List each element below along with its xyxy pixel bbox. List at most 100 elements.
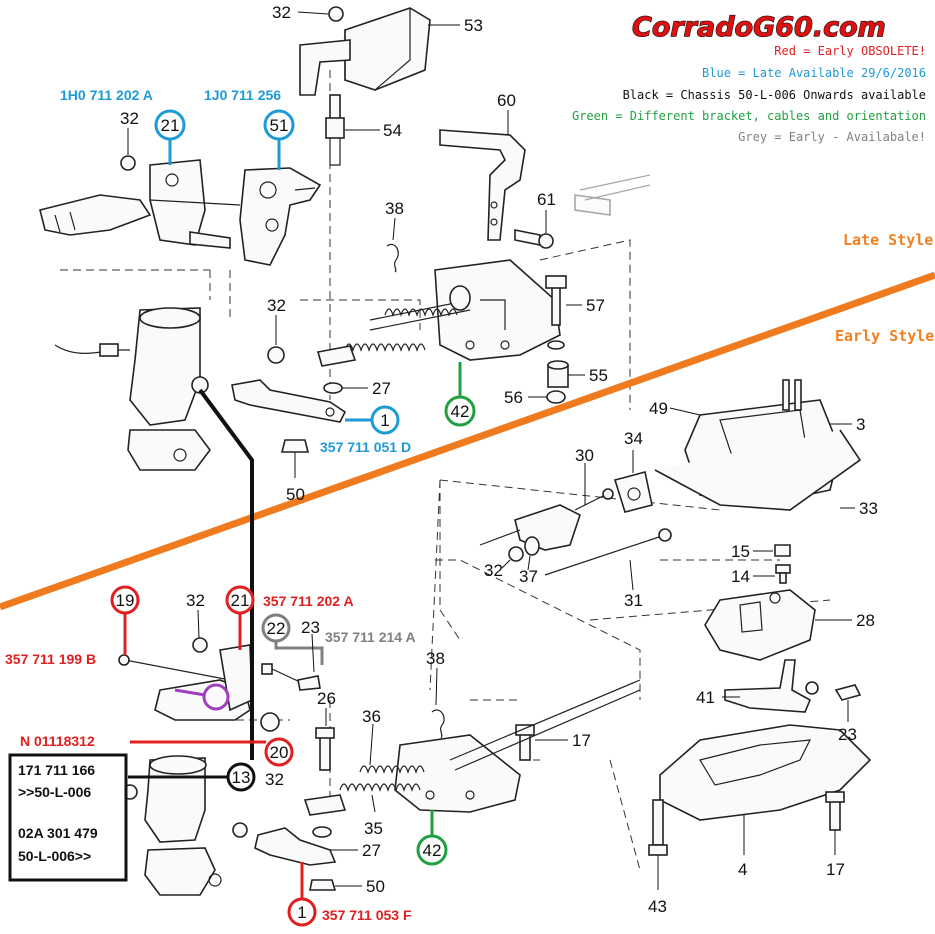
callout-42-late: 42 [444,362,476,427]
label-38: 38 [385,199,404,218]
label-49: 49 [649,399,668,418]
shift-servo-unit-early [122,755,222,896]
svg-text:13: 13 [232,768,251,787]
cable-bracket-30 [479,488,614,551]
part-number-labels: 32 53 32 54 60 61 38 57 32 27 55 56 50 4… [120,3,878,916]
code-n-01118312: N 01118312 [20,733,95,749]
legend-blue: Blue = Late Available 29/6/2016 [702,66,926,80]
legend-green: Green = Different bracket, cables and or… [572,109,926,123]
callout-20: 20 [130,737,294,767]
bolt-43 [648,799,668,856]
svg-text:20: 20 [270,743,289,762]
clip-50-early [309,879,337,891]
code-1h0-711-202-a: 1H0 711 202 A [60,87,153,103]
washer-27-late [323,382,343,394]
late-early-divider [0,271,935,611]
clip-38-late [386,243,399,273]
label-53: 53 [464,16,483,35]
bolt-57 [545,275,567,326]
label-32: 32 [265,770,284,789]
callout-1-early: 1 [287,862,317,927]
legend-red: Red = Early OBSOLETE! [774,44,926,58]
callout-13: 13 [128,762,256,792]
gasket-34 [613,471,653,513]
svg-text:50-L-006>>: 50-L-006>> [18,848,91,864]
label-32: 32 [186,591,205,610]
label-14: 14 [731,567,750,586]
svg-text:1: 1 [380,411,389,430]
shift-servo-unit-late [54,307,211,471]
code-1j0-711-256: 1J0 711 256 [204,87,281,103]
callout-21-late: 21 [154,109,186,165]
bolt-26 [315,727,335,771]
nut-32-top [328,6,344,22]
label-32: 32 [120,109,139,128]
nut-32-mid-late [267,346,285,364]
nut-32-early-lower [232,822,248,838]
callout-22: 22 [261,613,324,665]
label-38: 38 [426,649,445,668]
svg-text:21: 21 [231,591,250,610]
label-32: 32 [267,296,286,315]
clip-15 [774,544,791,557]
code-357-711-199-b: 357 711 199 B [5,651,96,667]
label-55: 55 [589,366,608,385]
svg-text:19: 19 [116,591,135,610]
black-link-line [198,388,254,760]
label-17: 17 [826,860,845,879]
bracket-21-late [39,159,241,249]
label-32: 32 [484,561,503,580]
grey-bracket [574,174,651,216]
label-28: 28 [856,611,875,630]
bolt-17-upper [515,724,535,761]
label-27: 27 [372,379,391,398]
label-60: 60 [497,91,516,110]
shift-springs-late [316,285,471,367]
code-357-711-214-a: 357 711 214 A [325,629,416,645]
callout-21-early: 21 [225,585,255,650]
bolt-14 [775,564,791,584]
clip-50-late [280,439,310,453]
label-15: 15 [731,542,750,561]
late-style-label: Late Style [843,231,933,249]
svg-text:1: 1 [297,903,306,922]
bracket-60 [439,129,526,241]
lever-41 [724,659,819,713]
bolt-22 [261,663,301,683]
nut-32-early-mid [508,546,524,562]
washer-37 [524,536,540,556]
legend-grey: Grey = Early - Availabale! [738,130,926,144]
svg-text:42: 42 [423,841,442,860]
label-37: 37 [519,567,538,586]
label-35: 35 [364,819,383,838]
bushing-55 [547,360,569,388]
clip-23-right [834,684,862,701]
label-31: 31 [624,591,643,610]
callout-19: 19 [110,585,140,655]
label-50: 50 [286,485,305,504]
svg-text:02A 301 479: 02A 301 479 [18,825,98,841]
bolt-54 [325,94,345,166]
legend-black: Black = Chassis 50-L-006 Onwards availab… [623,88,926,102]
cover-plate-4 [659,724,872,821]
washer-55a [547,340,565,350]
code-357-711-202-a: 357 711 202 A [263,593,354,609]
label-3: 3 [856,415,865,434]
label-26: 26 [317,689,336,708]
bush-56 [546,390,566,404]
shift-plate-early [394,734,521,813]
shift-base-28 [704,589,816,661]
label-23: 23 [838,725,857,744]
label-57: 57 [586,296,605,315]
site-logo: CorradoG60.com [632,12,886,43]
callout-51: 51 [263,109,295,170]
code-357-711-053-f: 357 711 053 F [322,907,412,923]
label-41: 41 [696,688,715,707]
selector-lever-early [254,827,337,866]
label-33: 33 [859,499,878,518]
bracket-21-early [118,644,253,721]
label-23: 23 [301,618,320,637]
label-27: 27 [362,841,381,860]
late-style-parts [39,6,651,471]
label-17: 17 [572,731,591,750]
